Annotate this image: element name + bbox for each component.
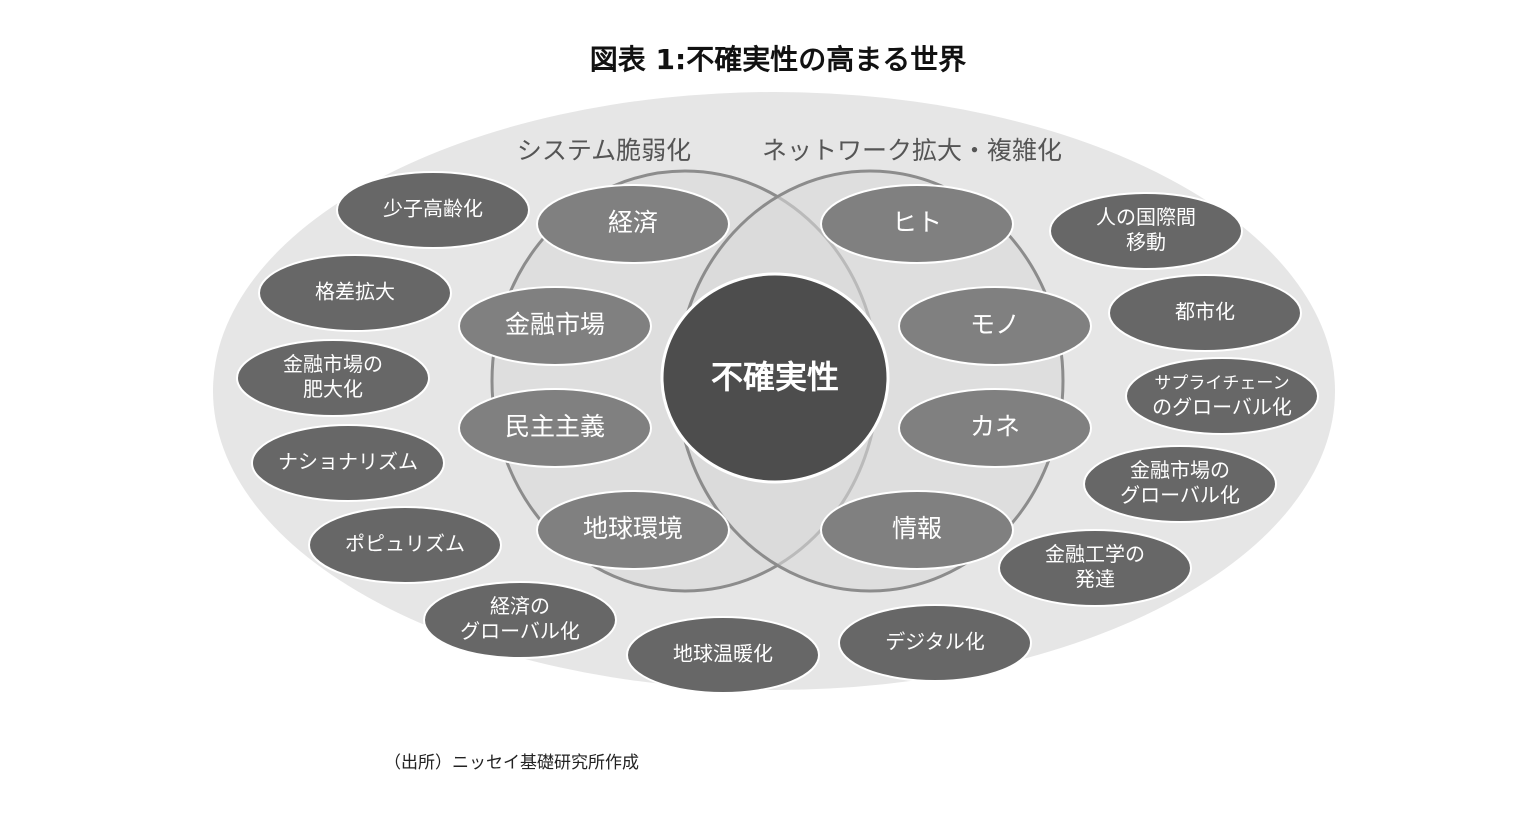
outer-ellipse: [308, 506, 502, 584]
outer-node: デジタル化: [838, 604, 1032, 682]
outer-label: 金融工学の: [1045, 542, 1145, 566]
inner-label: 情報: [892, 514, 942, 543]
outer-label: 格差拡大: [315, 280, 395, 304]
inner-ellipse: [820, 490, 1014, 570]
outer-ellipse: [1108, 274, 1302, 352]
outer-ellipse: [236, 339, 430, 417]
outer-label: 人の国際間: [1096, 205, 1196, 229]
outer-ellipse: [1049, 192, 1243, 270]
category-label-system-fragility: システム脆弱化: [517, 136, 691, 165]
outer-node: 格差拡大: [258, 254, 452, 332]
inner-ellipse: [536, 490, 730, 570]
outer-node: 都市化: [1108, 274, 1302, 352]
outer-label: グローバル化: [460, 619, 580, 643]
inner-label: カネ: [970, 412, 1020, 441]
outer-label: 地球温暖化: [673, 642, 773, 666]
outer-label: のグローバル化: [1152, 395, 1292, 419]
inner-node: 地球環境: [536, 490, 730, 570]
outer-ellipse: [423, 581, 617, 659]
inner-node: 経済: [536, 184, 730, 264]
inner-node: 情報: [820, 490, 1014, 570]
outer-ellipse: [336, 171, 530, 249]
source-note: （出所）ニッセイ基礎研究所作成: [384, 753, 639, 773]
inner-node: モノ: [898, 286, 1092, 366]
inner-node: 金融市場: [458, 286, 652, 366]
outer-ellipse: [1125, 357, 1319, 435]
inner-node: ヒト: [820, 184, 1014, 264]
inner-label: 地球環境: [583, 514, 683, 543]
outer-ellipse: [998, 529, 1192, 607]
outer-ellipse: [258, 254, 452, 332]
outer-label: 移動: [1126, 230, 1166, 254]
outer-node: ナショナリズム: [251, 424, 445, 502]
outer-label: 発達: [1075, 567, 1115, 591]
center-label: 不確実性: [711, 358, 839, 396]
inner-label: ヒト: [892, 208, 942, 237]
outer-label: 少子高齢化: [383, 197, 483, 221]
inner-ellipse: [536, 184, 730, 264]
category-label-network-expansion: ネットワーク拡大・複雑化: [762, 136, 1062, 165]
outer-label: デジタル化: [885, 630, 985, 654]
outer-node: ポピュリズム: [308, 506, 502, 584]
outer-ellipse: [1083, 445, 1277, 523]
outer-ellipse: [626, 616, 820, 694]
inner-node: カネ: [898, 388, 1092, 468]
inner-ellipse: [458, 388, 652, 468]
outer-label: 金融市場の: [283, 352, 383, 376]
inner-node: 民主主義: [458, 388, 652, 468]
inner-label: 金融市場: [505, 310, 605, 339]
outer-label: ナショナリズム: [278, 450, 418, 474]
outer-ellipse: [251, 424, 445, 502]
inner-label: 民主主義: [505, 412, 605, 441]
inner-ellipse: [898, 388, 1092, 468]
inner-ellipse: [820, 184, 1014, 264]
inner-ellipse: [458, 286, 652, 366]
outer-node: 少子高齢化: [336, 171, 530, 249]
outer-label: ポピュリズム: [345, 532, 465, 556]
outer-label: サプライチェーン: [1154, 374, 1289, 394]
outer-label: 都市化: [1175, 300, 1235, 324]
center-circle: [660, 272, 890, 484]
outer-node: 地球温暖化: [626, 616, 820, 694]
inner-ellipse: [898, 286, 1092, 366]
figure-title: 図表 1:不確実性の高まる世界: [589, 43, 967, 76]
outer-ellipse: [838, 604, 1032, 682]
inner-label: 経済: [608, 208, 658, 237]
outer-label: 金融市場の: [1130, 458, 1230, 482]
outer-label: 経済の: [490, 594, 550, 618]
outer-label: 肥大化: [303, 377, 363, 401]
outer-label: グローバル化: [1120, 483, 1240, 507]
inner-label: モノ: [970, 310, 1020, 339]
